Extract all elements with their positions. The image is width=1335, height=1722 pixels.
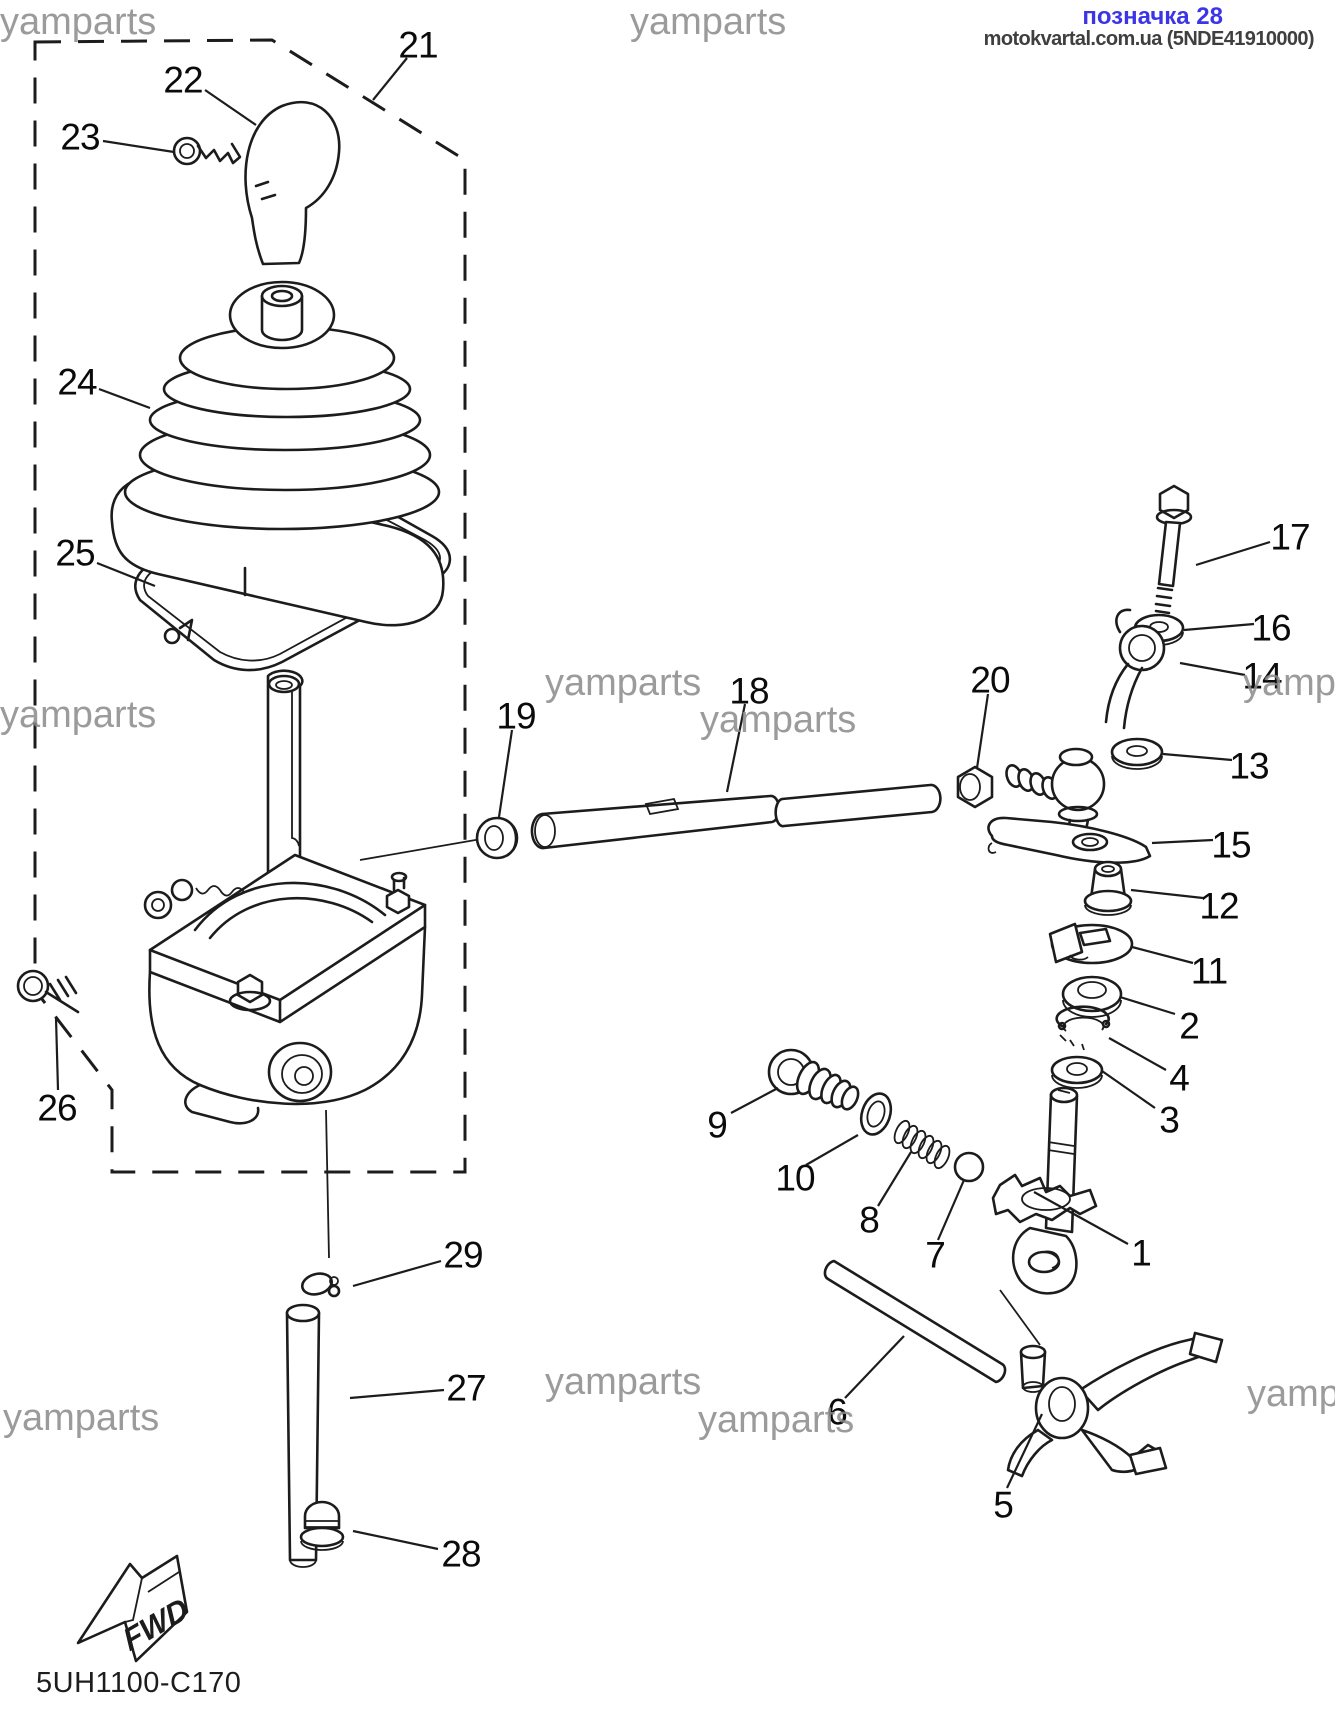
part-shift-fork [1006,1331,1224,1478]
part-flange-bolt [1154,484,1193,615]
assembly-alignment-lines [325,837,1041,1346]
part-knob-screw [172,136,242,166]
part-rod-collar [475,816,519,860]
diagram-code: 5UH1100-C170 [36,1667,242,1699]
part-housing-bolt [16,969,80,1014]
source-watermark-text: motokvartal.com.ua (5NDE41910000) [983,28,1315,50]
part-detent-washer [859,1092,893,1136]
part-fork-guide-bar [823,1259,1007,1384]
part-bearing [1061,975,1123,1018]
part-washer-3 [1050,1055,1104,1089]
part-bushing [1083,860,1133,916]
fwd-arrow: FWD [76,1554,193,1663]
part-shift-rod [530,783,942,850]
part-ball-joint [1005,747,1106,832]
part-shift-boot [110,280,445,627]
part-relay-lever [987,816,1152,864]
part-shift-shaft [991,1086,1098,1295]
part-rod-nut [956,765,994,809]
part-washer-13 [1110,737,1164,770]
part-lever-rod [285,1303,321,1568]
part-spring-clip [1104,608,1166,730]
part-shift-knob [244,100,341,266]
part-stopper-cam [1048,922,1134,965]
part-lever-housing [143,853,427,1125]
page-note: позначка 28 [1082,3,1223,30]
part-detent-bolt [767,1048,860,1111]
part-circlip [1055,1005,1111,1051]
part-detent-spring [893,1119,951,1170]
callout-leader-lines [54,57,1271,1551]
part-rod-cap [299,1500,345,1551]
part-detent-ball [953,1151,985,1183]
part-rod-clip [300,1272,341,1298]
dashed-boundary-box [33,38,467,1174]
